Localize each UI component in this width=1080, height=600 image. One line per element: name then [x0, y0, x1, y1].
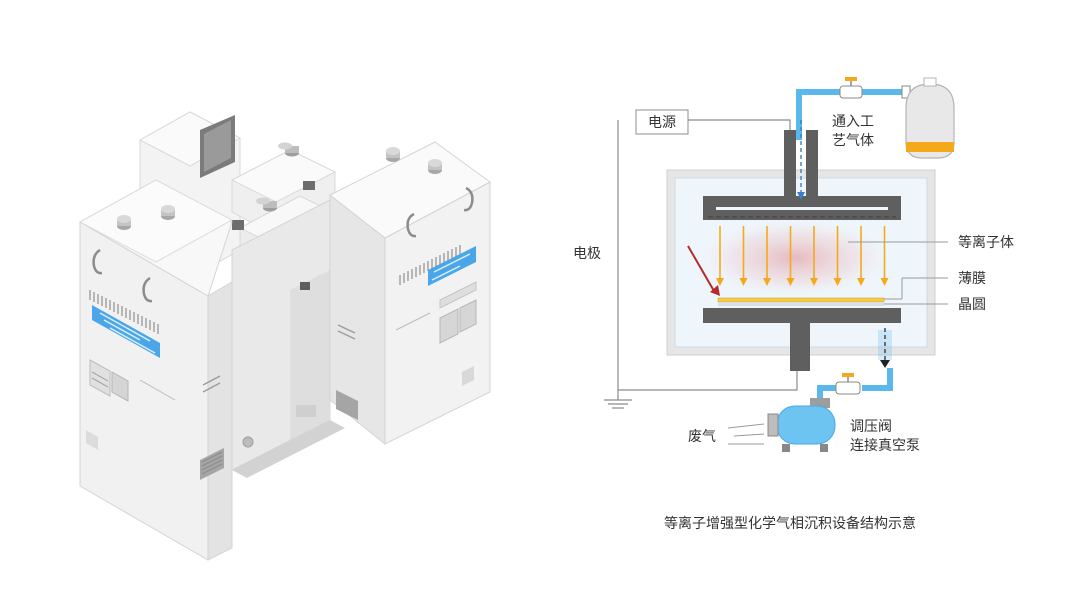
valve-label-1: 调压阀 — [850, 419, 892, 435]
valve-label-2: 连接真空泵 — [850, 437, 920, 454]
plasma-label: 等离子体 — [958, 234, 1014, 251]
gas-inlet-label-1: 通入工 — [832, 114, 874, 130]
flow-arrow-head — [739, 278, 748, 286]
diagram-caption: 等离子增强型化学气相沉积设备结构示意 — [664, 515, 916, 532]
flow-arrow-head — [810, 278, 818, 286]
ground-icon — [604, 390, 632, 409]
flow-arrow-head — [763, 278, 771, 286]
wafer — [718, 302, 884, 306]
plasma-region — [690, 216, 900, 300]
gas-cylinder-icon — [905, 77, 955, 159]
thin-film — [717, 297, 885, 303]
power-supply-box — [635, 109, 689, 135]
flow-arrow-head — [880, 278, 889, 286]
exhaust-lines — [727, 423, 765, 445]
power-supply-label: 电源 — [648, 115, 676, 131]
flow-arrow-head — [716, 278, 724, 286]
wafer-label: 晶圆 — [958, 297, 986, 313]
flow-arrow-head — [833, 278, 842, 286]
deposition-arrow — [687, 245, 720, 296]
pecvd-schematic: 电源 电极 通入工 艺气体 — [573, 77, 1014, 532]
power-wire — [617, 120, 798, 391]
flow-arrow-head — [857, 278, 865, 286]
gas-valve-icon — [839, 77, 863, 99]
pressure-valve-icon — [835, 373, 861, 395]
vacuum-pump-icon — [767, 398, 836, 452]
equipment-isometric-illustration — [78, 111, 491, 561]
flow-arrow-head — [786, 278, 795, 286]
gas-inlet-pipe — [796, 89, 842, 140]
lower-electrode — [703, 308, 901, 323]
thin-film-label: 薄膜 — [958, 271, 986, 287]
electrode-label: 电极 — [573, 246, 601, 262]
gas-flow-arrows — [716, 226, 889, 286]
exhaust-label: 废气 — [688, 429, 716, 445]
gas-inlet-label-2: 艺气体 — [832, 133, 874, 149]
